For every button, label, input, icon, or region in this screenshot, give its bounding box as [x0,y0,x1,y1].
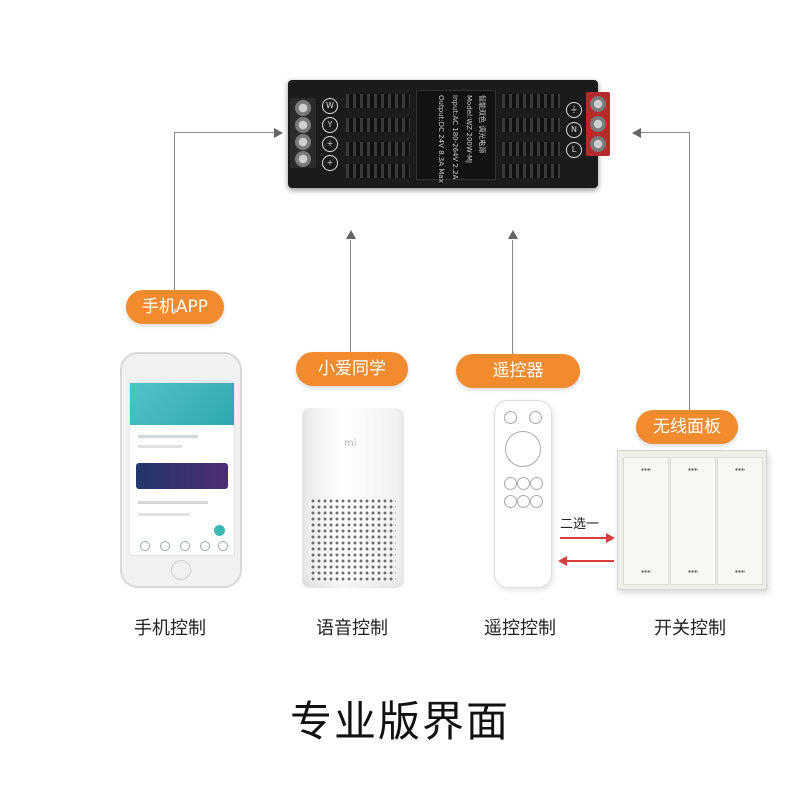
switch-rocker [670,457,716,585]
screw-icon [590,116,606,132]
plate-line-input: Input:AC 180-264V 2.2A [451,95,459,180]
home-button-icon [171,560,191,580]
spec-label-plate: 智能双色 调光电源 Model:WZ-200W-MJ Input:AC 180-… [416,90,496,183]
home-tab-icon [140,541,150,551]
vent-grille [346,94,410,108]
vent-grille [346,118,410,132]
caption-switch: 开关控制 [654,618,726,639]
speaker-grille [310,498,396,582]
plate-line-model: Model:WZ-200W-MJ [465,95,473,164]
caption-phone: 手机控制 [134,618,206,639]
remote-button [517,495,530,508]
app-text-line [138,445,182,448]
indicator-dots [735,468,745,471]
arrow-to-switch-head-icon [606,533,615,543]
mic-button-icon [214,525,225,536]
indicator-dots [641,570,651,573]
remote-button [530,477,543,490]
right-terminal-block [586,92,610,156]
remote-control [494,400,552,588]
indicator-dots [735,570,745,573]
left-terminal-block [290,98,316,168]
arrow-to-remote-icon [566,560,614,562]
plate-line-name: 智能双色 调光电源 [478,95,486,154]
voice-connector [350,240,351,352]
vent-grille [502,118,560,132]
vent-grille [502,94,560,108]
indicator-dots [641,468,651,471]
terminal-mark-plus-2: + [322,155,338,171]
remote-dial-icon [505,431,541,467]
app-connector-vertical [174,132,175,290]
app-text-line [138,513,190,516]
terminal-mark-n: N [566,122,582,138]
terminal-mark-w: W [322,98,338,114]
mall-tab-icon [200,541,210,551]
app-text-line [138,501,208,504]
wireless-connector-vertical [689,132,690,410]
app-banner [136,463,228,489]
wireless-connector-horizontal [640,132,690,133]
indicator-dots [688,570,698,573]
page-title: 专业版界面 [289,697,510,746]
label-wireless: 无线面板 [636,410,738,444]
vent-grille [502,142,560,156]
arrow-to-remote-head-icon [558,556,567,566]
label-remote: 遥控器 [456,354,580,388]
led-driver-power-supply: W Y + + 智能双色 调光电源 Model:WZ-200W-MJ Input… [288,80,610,188]
app-text-line [138,435,198,438]
screw-icon [590,96,606,112]
remote-button [530,495,543,508]
indicator-dots [688,468,698,471]
terminal-mark-y: Y [322,117,338,133]
terminal-mark-plus-1: + [322,136,338,152]
plate-line-output: Output:DC 24V 8.3A Max [437,95,445,183]
label-app: 手机APP [126,290,224,324]
caption-remote: 遥控控制 [484,618,556,639]
phone-screen [129,382,235,556]
vent-grille [502,164,560,178]
app-connector-horizontal [174,132,274,133]
remote-button [517,477,530,490]
remote-connector [512,240,513,356]
smart-speaker: mi [302,408,404,588]
vent-grille [346,164,410,178]
screw-icon [295,100,311,116]
remote-button [504,411,517,424]
app-arrow-icon [274,128,283,138]
voice-arrow-icon [346,230,356,239]
label-voice: 小爱同学 [296,352,408,386]
either-one-label: 二选一 [560,517,600,532]
scene-tab-icon [160,541,170,551]
wireless-arrow-icon [632,128,641,138]
mi-logo-icon: mi [344,438,357,449]
app-header [130,383,234,425]
remote-button [529,411,542,424]
remote-button [504,495,517,508]
arrow-to-switch-icon [560,537,608,539]
screw-icon [295,151,311,167]
switch-rocker [717,457,763,585]
screw-icon [590,136,606,152]
screw-icon [295,134,311,150]
vent-grille [346,142,410,156]
wireless-wall-switch [617,450,767,590]
remote-arrow-icon [508,230,518,239]
caption-voice: 语音控制 [316,618,388,639]
device-tab-icon [180,541,190,551]
switch-rocker [623,457,669,585]
terminal-mark-l: L [566,142,582,158]
remote-button [504,477,517,490]
profile-tab-icon [218,541,228,551]
terminal-mark-ground: ⏚ [566,102,582,118]
screw-icon [295,117,311,133]
smartphone [120,352,242,588]
